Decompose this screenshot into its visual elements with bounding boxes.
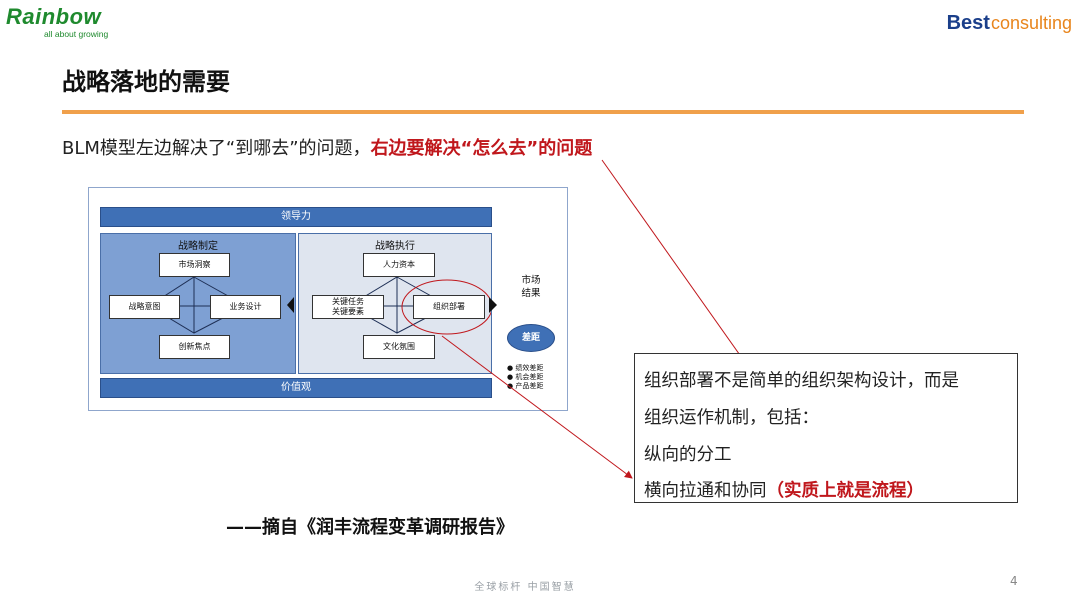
page-number: 4 xyxy=(1010,574,1018,588)
org-deployment-box: 组织部署 xyxy=(413,295,485,319)
business-design-box: 业务设计 xyxy=(210,295,281,319)
strategic-intent-box: 战略意图 xyxy=(109,295,180,319)
gap-list-item: ● 机会差距 xyxy=(507,373,544,381)
footer-slogan: 全球标杆 中国智慧 xyxy=(474,582,576,593)
gap-ellipse: 差距 xyxy=(507,324,555,352)
market-results-line1: 市场 xyxy=(521,275,541,286)
best-consulting-logo: Best consulting xyxy=(947,8,1072,34)
blm-model-diagram: 领导力 战略制定 市场洞察 战略意图 业务设计 创新焦点 战略执行 人力资本 关… xyxy=(88,187,568,411)
strategy-formulation-title: 战略制定 xyxy=(178,241,218,252)
consulting-logo-word: consulting xyxy=(990,13,1072,33)
intro-plain-text: BLM模型左边解决了“到哪去”的问题， xyxy=(62,138,371,159)
key-factors-label: 关键要素 xyxy=(332,307,364,316)
strategy-execution-title: 战略执行 xyxy=(375,241,415,252)
panel-connector-right xyxy=(489,297,497,313)
innovation-focus-box: 创新焦点 xyxy=(159,335,230,359)
leadership-bar: 领导力 xyxy=(100,207,492,227)
source-citation: ——摘自《润丰流程变革调研报告》 xyxy=(226,517,514,538)
intro-highlight-text: 右边要解决“怎么去”的问题 xyxy=(370,138,593,159)
best-logo-word: Best xyxy=(946,12,990,34)
key-tasks-box: 关键任务 关键要素 xyxy=(312,295,384,319)
callout-line-4: 横向拉通和协同（实质上就是流程） xyxy=(644,477,924,502)
human-capital-box: 人力资本 xyxy=(363,253,435,277)
gap-item-opportunity: 机会差距 xyxy=(515,373,544,381)
gap-list-item: ● 产品差距 xyxy=(507,382,544,390)
strategy-formulation-panel: 战略制定 市场洞察 战略意图 业务设计 创新焦点 xyxy=(100,233,296,374)
rainbow-logo-word: Rainbow xyxy=(6,4,102,29)
gap-list: ● 绩效差距 ● 机会差距 ● 产品差距 xyxy=(507,364,543,391)
callout-line-1: 组织部署不是简单的组织架构设计，而是 xyxy=(644,371,959,391)
callout-line-4-plain: 横向拉通和协同 xyxy=(644,481,767,501)
title-divider xyxy=(62,110,1024,114)
callout-line-4-highlight: （实质上就是流程） xyxy=(766,481,925,501)
values-bar: 价值观 xyxy=(100,378,492,398)
market-insight-box: 市场洞察 xyxy=(159,253,230,277)
rainbow-logo-tagline: all about growing xyxy=(44,29,109,39)
strategy-execution-panel: 战略执行 人力资本 关键任务 关键要素 组织部署 文化氛围 xyxy=(298,233,492,374)
gap-list-item: ● 绩效差距 xyxy=(507,364,544,372)
culture-atmosphere-box: 文化氛围 xyxy=(363,335,435,359)
org-deployment-callout: 组织部署不是简单的组织架构设计，而是 组织运作机制，包括： 纵向的分工 横向拉通… xyxy=(634,353,1018,503)
rainbow-logo: Rainbow all about growing xyxy=(6,6,126,40)
market-results-label: 市场 结果 xyxy=(507,274,555,300)
gap-item-product: 产品差距 xyxy=(515,382,544,390)
page-title: 战略落地的需要 xyxy=(62,68,230,96)
key-tasks-label: 关键任务 xyxy=(332,297,364,306)
callout-line-3: 纵向的分工 xyxy=(644,445,732,465)
callout-line-2: 组织运作机制，包括： xyxy=(644,408,819,428)
intro-sentence: BLM模型左边解决了“到哪去”的问题，右边要解决“怎么去”的问题 xyxy=(62,134,592,160)
market-results-line2: 结果 xyxy=(521,288,541,299)
gap-item-performance: 绩效差距 xyxy=(515,364,544,372)
